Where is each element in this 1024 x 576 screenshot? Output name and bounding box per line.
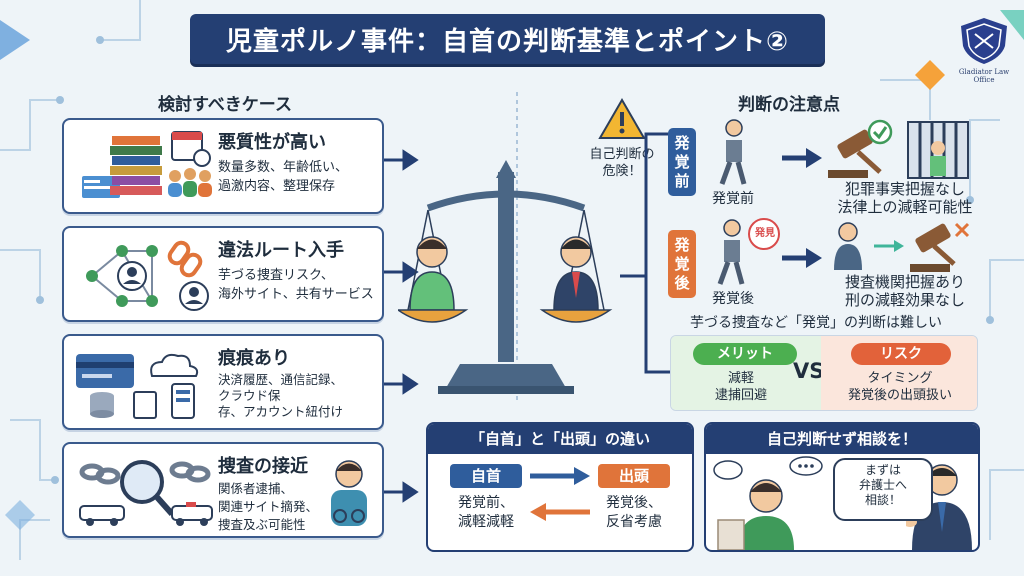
worried-person-icon (331, 460, 367, 526)
tag-before: 発覚前 (668, 128, 696, 196)
left-section-header: 検討すべきケース (158, 95, 292, 115)
after-person-caption: 発覚後 (712, 291, 754, 307)
logo: Gladiator Law Office (952, 16, 1016, 84)
investigator-gavel-icon (834, 222, 970, 272)
right-section-header: 判断の注意点 (738, 95, 840, 115)
merit-panel: メリット 減軽 逮捕回避 (671, 336, 821, 410)
before-result: 犯罪事実把握なし 法律上の減軽可能性 (837, 180, 973, 216)
case-title: 捜査の接近 (218, 456, 308, 477)
consult-header: 自己判断せず相談を！ (706, 424, 978, 454)
case-card-traces: 痕痕あり 決済履歴、通信記録、 クラウド保 存、アカウント紐付け (62, 334, 384, 430)
case-arrows (384, 149, 419, 503)
case-card-illegal-route: 違法ルート入手 芋づる捜査リスク、 海外サイト、共有サービス (62, 226, 384, 322)
badge-found: 発見 (755, 228, 775, 239)
arrow-before-icon (782, 148, 822, 168)
books-calendar-icon (82, 131, 212, 198)
gavel-check-jail-icon (828, 119, 969, 179)
warning-callout: 自己判断の 危険！ (582, 98, 662, 180)
exchange-arrows-icon (530, 467, 590, 521)
chain-magnifier-police-icon (79, 460, 213, 526)
warning-icon (598, 98, 646, 139)
card-cloud-database-icon (76, 353, 199, 419)
difference-header: 「自首」と「出頭」の違い (428, 424, 692, 454)
risk-panel: リスク タイミング 発覚後の出頭扱い (821, 336, 977, 410)
spotted-person-icon (717, 218, 780, 285)
connector-lines (620, 132, 670, 374)
arrow-after-icon (782, 248, 822, 268)
title-banner: 児童ポルノ事件：自首の判断基準とポイント② (190, 14, 825, 64)
case-description: 関係者逮捕、 関連サイト摘発、 捜査及ぶ可能性 (218, 481, 319, 532)
vs-label: VS (793, 359, 825, 383)
jishu-text: 発覚前、 減軽減軽 (458, 495, 514, 530)
merit-risk-box: メリット 減軽 逮捕回避 VS リスク タイミング 発覚後の出頭扱い (670, 335, 978, 411)
warning-text: 自己判断の 危険！ (589, 147, 655, 179)
risk-text: タイミング 発覚後の出頭扱い (847, 371, 952, 403)
risk-label: リスク (851, 343, 951, 365)
difference-panel: 「自首」と「出頭」の違い 自首 出頭 発覚前、 減軽減軽 発覚後、 反省考慮 (426, 422, 694, 552)
page-title: 児童ポルノ事件：自首の判断基準とポイント② (225, 26, 789, 57)
case-title: 痕痕あり (218, 348, 290, 369)
network-chain-icon (86, 240, 209, 311)
consult-speech-bubble: まずは 弁護士へ 相談！ (833, 458, 933, 521)
thinking-person-icon (713, 456, 823, 550)
merit-text: 減軽 逮捕回避 (714, 371, 767, 403)
case-card-investigation: 捜査の接近 関係者逮捕、 関連サイト摘発、 捜査及ぶ可能性 (62, 442, 384, 538)
case-card-malicious: 悪質性が高い 数量多数、年齢低い、 過激内容、整理保存 (62, 118, 384, 214)
tag-after: 発覚後 (668, 230, 696, 298)
case-title: 違法ルート入手 (218, 240, 344, 261)
discovery-note: 芋づる捜査など「発覚」の判断は難しい (690, 315, 942, 331)
case-description: 数量多数、年齢低い、 過激内容、整理保存 (218, 160, 349, 194)
merit-label: メリット (693, 343, 797, 365)
case-title: 悪質性が高い (218, 132, 326, 153)
balance-scale (398, 160, 613, 394)
case-description: 芋づる捜査リスク、 海外サイト、共有サービス (218, 268, 374, 302)
before-person-caption: 発覚前 (712, 191, 754, 207)
logo-text: Gladiator Law Office (958, 68, 1010, 84)
case-description: 決済履歴、通信記録、 クラウド保 存、アカウント紐付け (218, 372, 344, 419)
shutto-text: 発覚後、 反省考慮 (606, 495, 662, 530)
walking-person-icon (719, 119, 747, 185)
shutto-label: 出頭 (598, 464, 670, 488)
jishu-label: 自首 (450, 464, 522, 488)
after-result: 捜査機関把握あり 刑の減軽効果なし (844, 273, 965, 309)
shield-logo-icon (961, 18, 1007, 64)
